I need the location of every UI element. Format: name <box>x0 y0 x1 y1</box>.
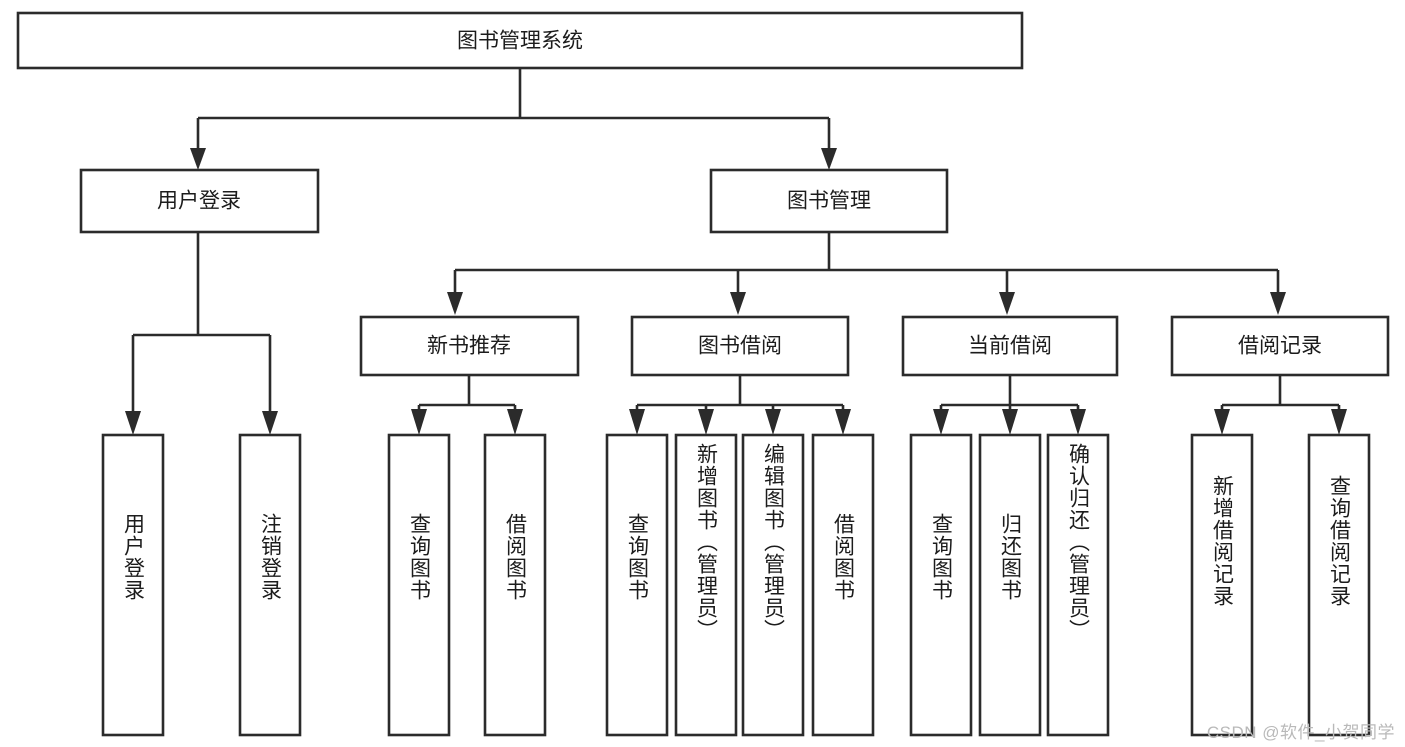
csdn-watermark: CSDN @软件_小贺同学 <box>1206 723 1395 742</box>
arrowhead-to-borrow-record <box>1270 292 1286 315</box>
arrowhead-cb-leaf-3 <box>1070 409 1086 435</box>
arrowhead-to-new-book-recommend <box>447 292 463 315</box>
leaf-borrow-book-2-box[interactable] <box>811 433 875 737</box>
node-root-box[interactable] <box>16 11 1024 70</box>
arrowhead-cb-leaf-1 <box>933 409 949 435</box>
arrowhead-nbr-leaf-1 <box>411 409 427 435</box>
arrowhead-cb-leaf-2 <box>1002 409 1018 435</box>
node-user-login-label: 用户登录 <box>157 190 241 213</box>
leaf-query-book-1-box[interactable] <box>387 433 451 737</box>
arrowhead-user-login-leaf-1 <box>125 411 141 435</box>
arrowhead-br-leaf-1 <box>1214 409 1230 435</box>
node-new-book-recommend-box[interactable] <box>359 315 580 377</box>
node-current-borrow-box[interactable] <box>901 315 1119 377</box>
leaf-return-book-box[interactable] <box>978 433 1042 737</box>
node-layer: 图书管理系统 用户登录 图书管理 新书推荐 图书借阅 当前借阅 借阅记录 <box>16 11 1390 737</box>
node-current-borrow-label: 当前借阅 <box>968 335 1052 358</box>
leaf-confirm-return-box[interactable] <box>1046 433 1110 737</box>
connector-layer <box>125 68 1347 435</box>
arrowhead-br-leaf-2 <box>1331 409 1347 435</box>
node-book-borrow-label: 图书借阅 <box>698 335 782 358</box>
arrowhead-bb-leaf-3 <box>765 409 781 435</box>
leaf-query-book-2-box[interactable] <box>605 433 669 737</box>
leaf-add-book-box[interactable] <box>674 433 738 737</box>
arrowhead-bb-leaf-1 <box>629 409 645 435</box>
leaf-edit-book-box[interactable] <box>741 433 805 737</box>
node-new-book-recommend-label: 新书推荐 <box>427 335 511 358</box>
arrowhead-bb-leaf-4 <box>835 409 851 435</box>
leaf-add-record-box[interactable] <box>1190 433 1254 737</box>
arrowhead-root-to-user-login <box>190 148 206 170</box>
leaf-query-record-box[interactable] <box>1307 433 1371 737</box>
node-book-manage-label: 图书管理 <box>787 190 871 213</box>
node-borrow-record-box[interactable] <box>1170 315 1390 377</box>
arrowhead-to-book-borrow <box>730 292 746 315</box>
node-book-borrow-box[interactable] <box>630 315 850 377</box>
leaf-borrow-book-1-box[interactable] <box>483 433 547 737</box>
arrowhead-root-to-book-manage <box>821 148 837 170</box>
arrowhead-nbr-leaf-2 <box>507 409 523 435</box>
arrowhead-to-current-borrow <box>999 292 1015 315</box>
leaf-logout-login-box[interactable] <box>238 433 302 737</box>
node-root-label: 图书管理系统 <box>457 30 583 53</box>
arrowhead-bb-leaf-2 <box>698 409 714 435</box>
node-borrow-record-label: 借阅记录 <box>1238 335 1322 358</box>
leaf-query-book-3-box[interactable] <box>909 433 973 737</box>
arrowhead-user-login-leaf-2 <box>262 411 278 435</box>
leaf-user-login-box[interactable] <box>101 433 165 737</box>
node-user-login-box[interactable] <box>79 168 320 234</box>
node-book-manage-box[interactable] <box>709 168 949 234</box>
